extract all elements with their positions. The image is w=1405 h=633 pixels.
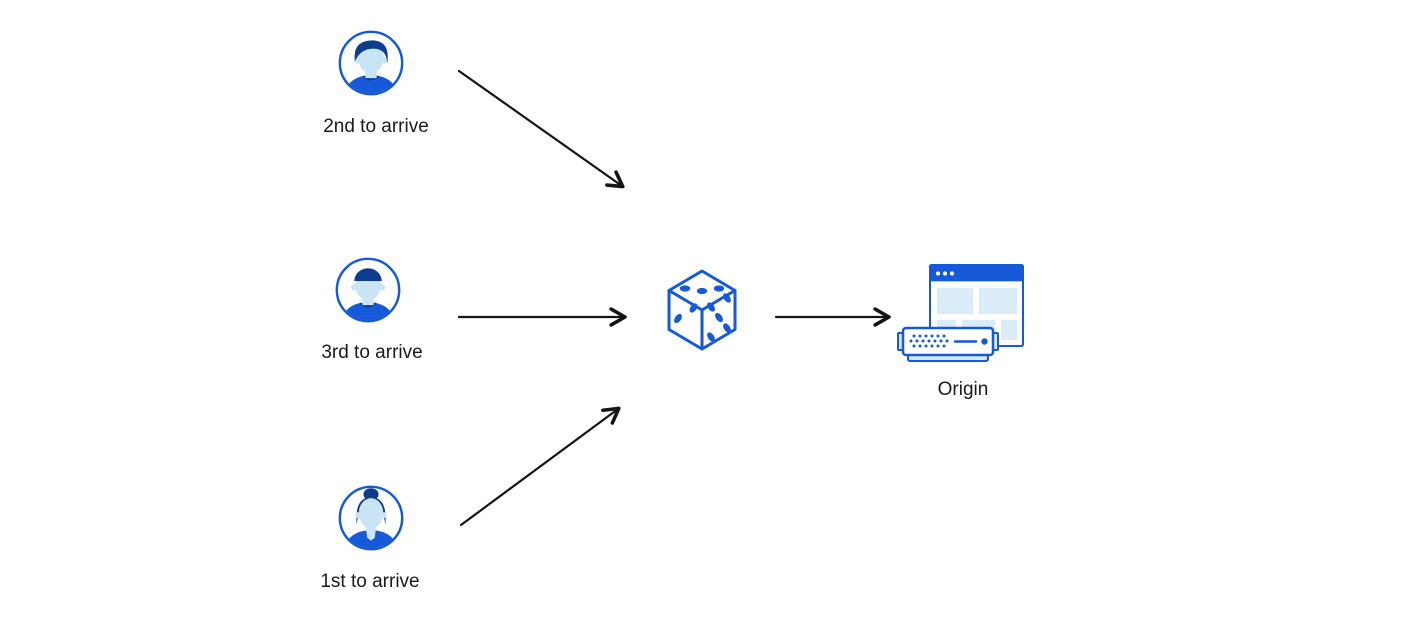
label-visitor-second: 2nd to arrive (323, 116, 429, 137)
node-randomizer (666, 268, 738, 352)
label-visitor-first: 1st to arrive (320, 571, 420, 592)
edge-second-to-dice (457, 69, 625, 189)
node-visitor-second (337, 29, 405, 97)
label-visitor-third: 3rd to arrive (321, 342, 423, 363)
origin-server-icon (897, 264, 1024, 362)
female-avatar-icon (338, 485, 404, 551)
dice-icon (667, 269, 737, 351)
node-visitor-first (337, 484, 405, 552)
node-visitor-third (334, 256, 402, 324)
male-avatar-icon (338, 30, 404, 96)
edge-first-to-dice (459, 406, 621, 527)
label-origin: Origin (937, 379, 989, 400)
male-avatar-icon (335, 257, 401, 323)
node-origin (897, 263, 1027, 363)
